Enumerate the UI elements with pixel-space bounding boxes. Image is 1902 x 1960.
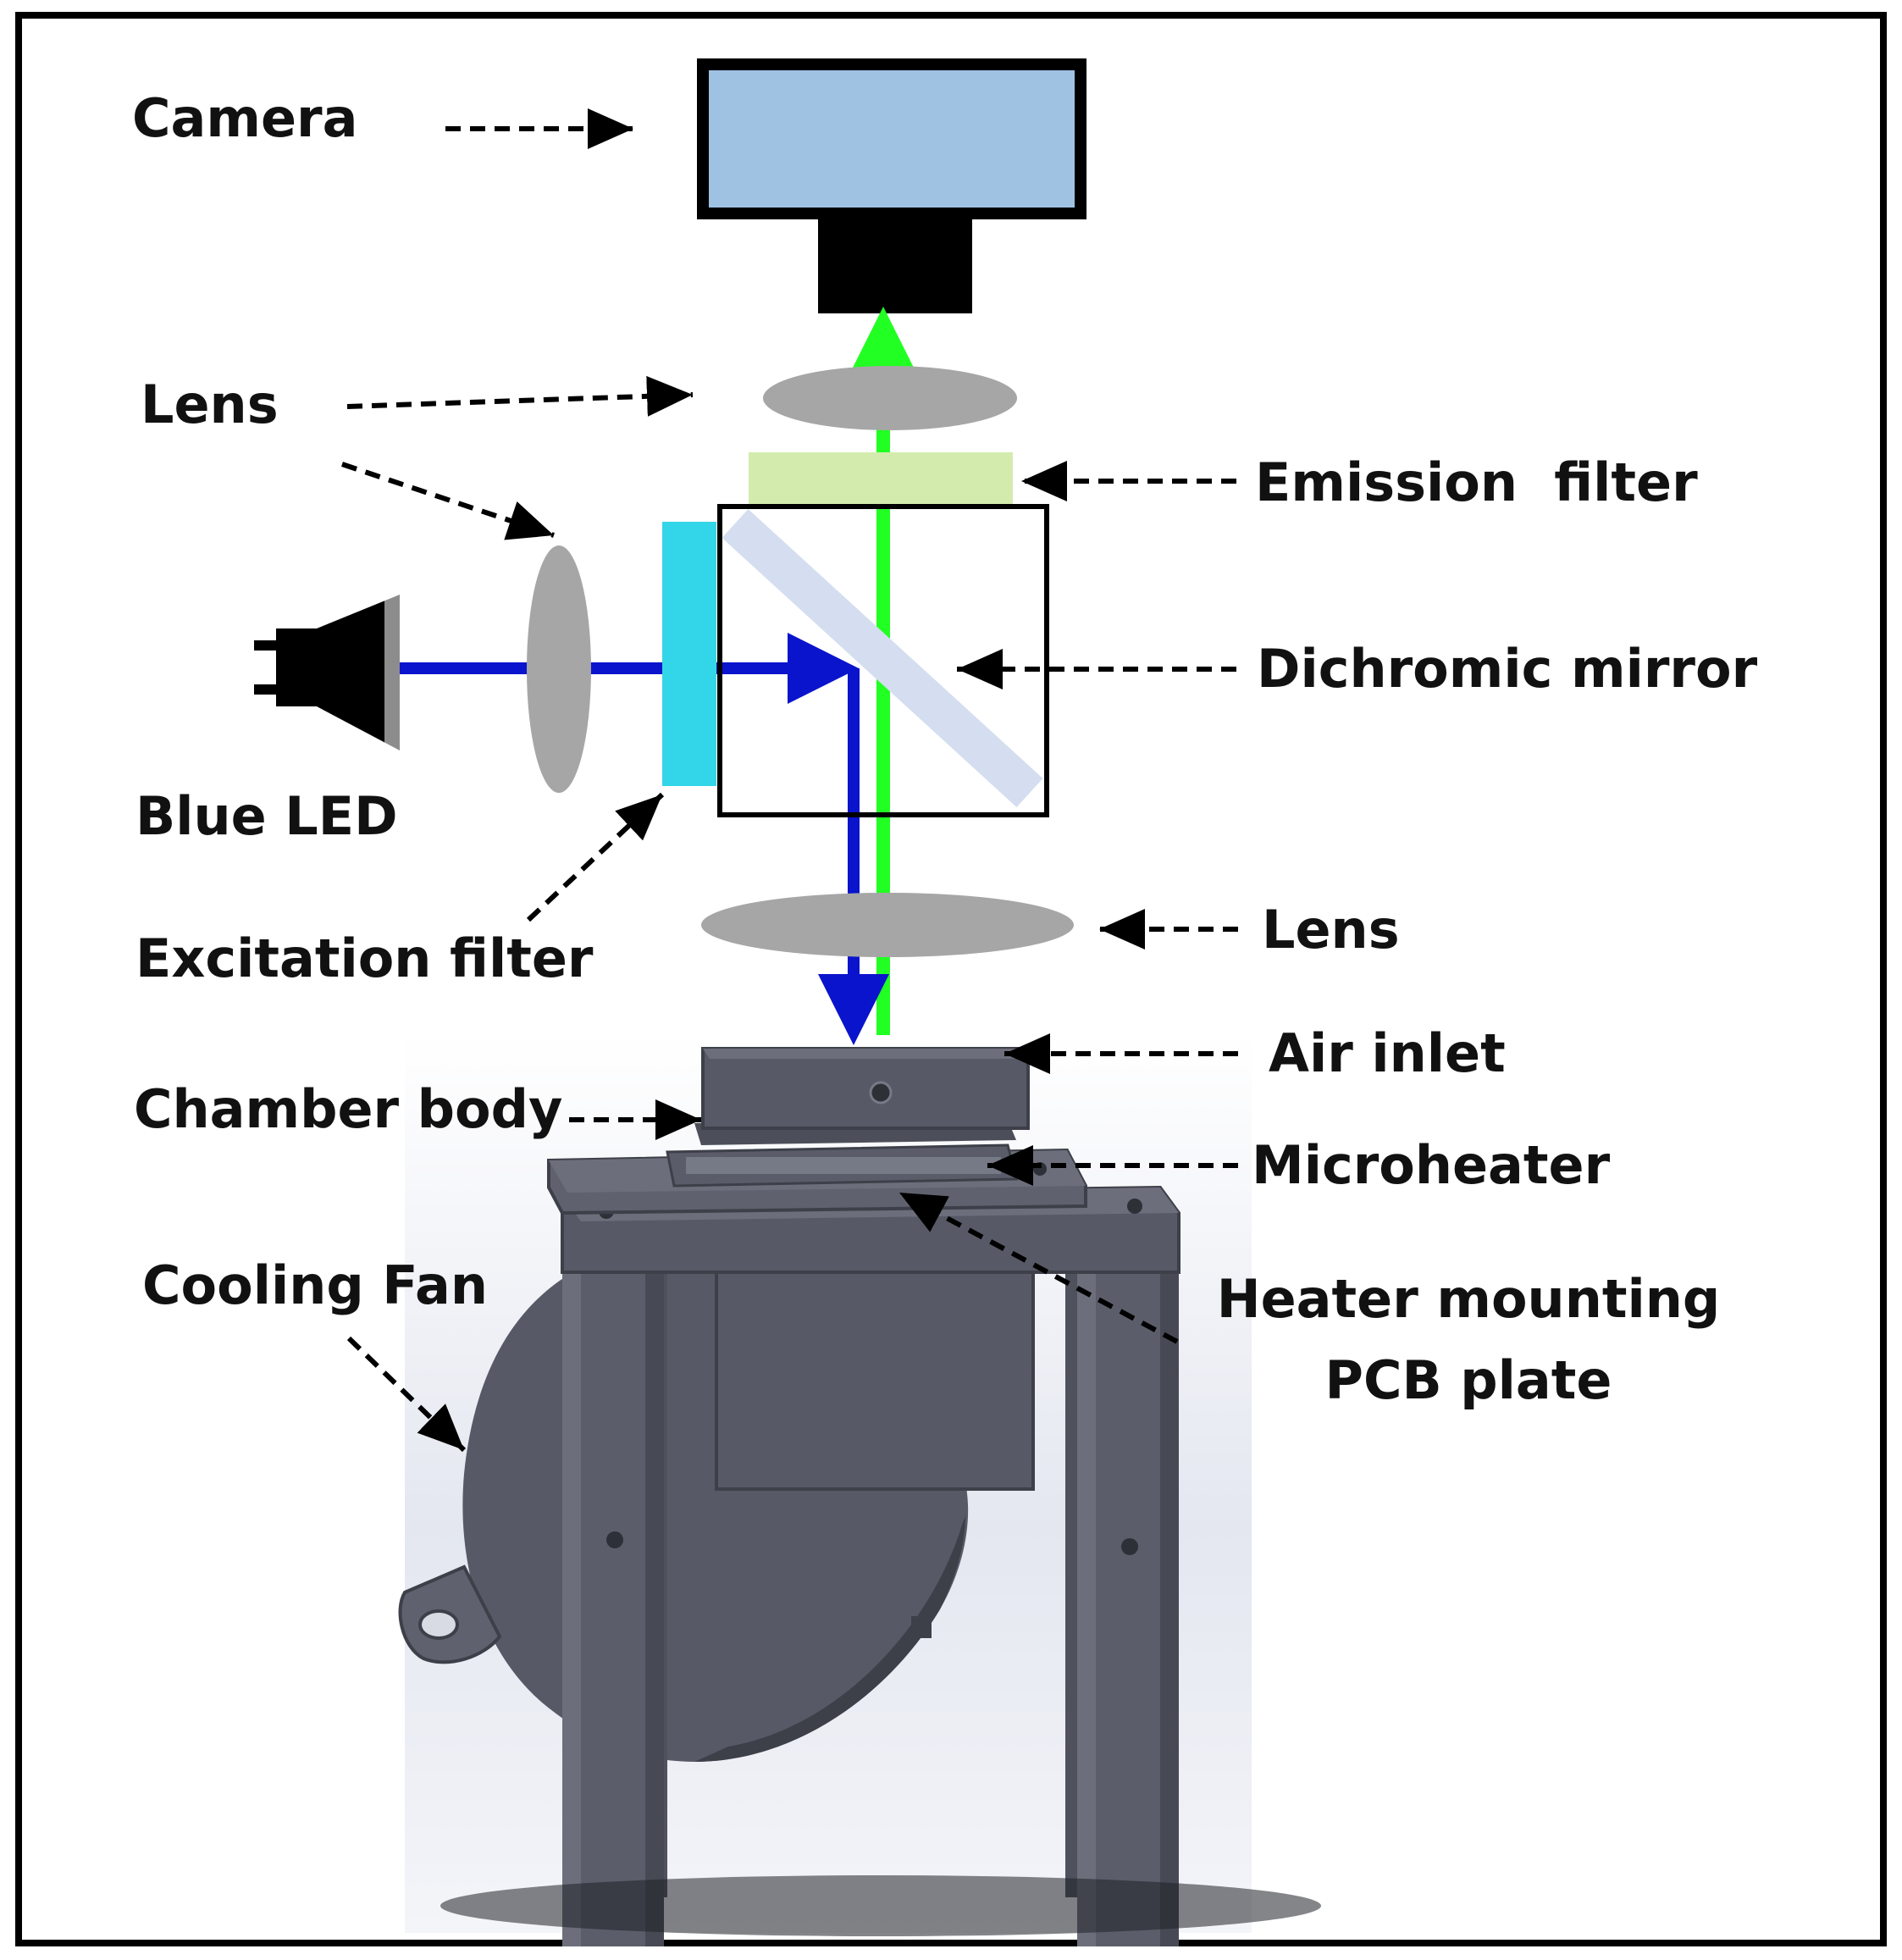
camera-mount [818,213,972,313]
label-camera: Camera [132,87,358,149]
lens-side [527,545,591,793]
label-heater-mounting-line1: Heater mounting [1216,1268,1721,1330]
arrow-excitation-filter [526,792,665,922]
dichroic-cube [717,504,1049,817]
label-blue-led: Blue LED [135,785,398,847]
label-cooling-fan: Cooling Fan [142,1254,488,1316]
arrow-cooling-fan [346,1336,467,1453]
arrow-lens-side [341,462,555,540]
label-excitation-filter: Excitation filter [135,927,594,989]
label-emission-filter: Emission filter [1255,451,1698,513]
arrow-lens-top [346,375,694,417]
camera-body [697,58,1086,219]
blue-led-icon [254,595,400,750]
arrow-heater-mounting [898,1190,1179,1344]
label-microheater: Microheater [1252,1134,1611,1196]
label-air-inlet: Air inlet [1269,1022,1506,1084]
label-dichromic-mirror: Dichromic mirror [1257,638,1758,700]
excitation-filter [662,522,716,786]
label-lens-bottom: Lens [1262,899,1400,961]
label-chamber-body: Chamber body [134,1078,563,1140]
lens-top [763,366,1017,430]
lens-bottom [701,893,1074,957]
dichroic-mirror [722,509,1043,807]
label-lens-top: Lens [141,374,279,435]
label-heater-mounting-line2: PCB plate [1324,1349,1612,1411]
emission-filter [749,452,1013,508]
chamber-hardware [398,1047,1321,1946]
